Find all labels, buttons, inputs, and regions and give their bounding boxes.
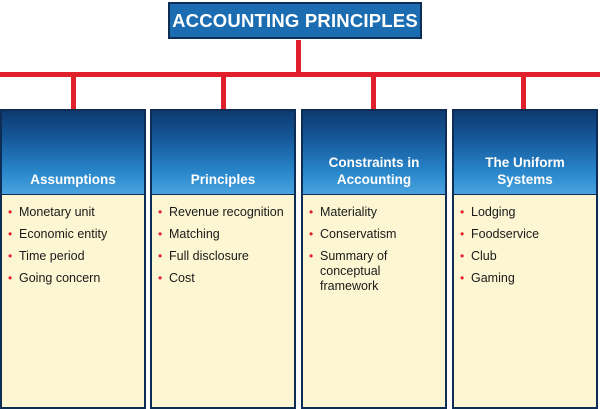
list-item: • Time period xyxy=(8,249,140,264)
list-item: • Revenue recognition xyxy=(158,205,290,220)
category-box-constraints: Constraints in Accounting • Materiality •… xyxy=(301,109,447,409)
list-item-label: Going concern xyxy=(19,271,101,285)
list-item: • Foodservice xyxy=(460,227,592,242)
category-item-list: • Materiality • Conservatism • Summary of c… xyxy=(303,195,445,294)
list-item-label: Revenue recognition xyxy=(169,205,284,219)
connector-drop-uniform-systems xyxy=(521,72,526,110)
list-item: • Economic entity xyxy=(8,227,140,242)
bullet-icon: • xyxy=(460,271,465,285)
category-item-list: • Revenue recognition • Matching • Full dis… xyxy=(152,195,294,286)
category-heading: Principles xyxy=(190,172,256,187)
list-item: • Materiality xyxy=(309,205,441,220)
list-item-label: Matching xyxy=(169,227,220,241)
list-item: • Summary of conceptual framework xyxy=(309,249,441,294)
category-box-principles: Principles • Revenue recognition • Matchin… xyxy=(150,109,296,409)
horizontal-connector-bar xyxy=(0,72,600,77)
list-item-label: Foodservice xyxy=(471,227,540,241)
list-item: • Matching xyxy=(158,227,290,242)
category-header: Constraints in Accounting xyxy=(303,111,445,195)
bullet-icon: • xyxy=(460,205,465,219)
bullet-icon: • xyxy=(309,249,314,263)
category-item-list: • Lodging • Foodservice • Club • Gaming xyxy=(454,195,596,286)
list-item: • Going concern xyxy=(8,271,140,286)
list-item: • Club xyxy=(460,249,592,264)
bullet-icon: • xyxy=(309,205,314,219)
list-item: • Conservatism xyxy=(309,227,441,242)
list-item: • Lodging xyxy=(460,205,592,220)
diagram-title: ACCOUNTING PRINCIPLES xyxy=(172,9,418,31)
bullet-icon: • xyxy=(8,205,13,219)
category-box-uniform-systems: The Uniform Systems • Lodging • Foodservic… xyxy=(452,109,598,409)
list-item-label: Club xyxy=(471,249,497,263)
category-header: Principles xyxy=(152,111,294,195)
list-item: • Gaming xyxy=(460,271,592,286)
bullet-icon: • xyxy=(158,205,163,219)
bullet-icon: • xyxy=(8,227,13,241)
title-connector-stem xyxy=(296,40,301,74)
list-item-label: Gaming xyxy=(471,271,515,285)
list-item: • Full disclosure xyxy=(158,249,290,264)
list-item-label: Lodging xyxy=(471,205,516,219)
bullet-icon: • xyxy=(158,249,163,263)
connector-drop-principles xyxy=(221,72,226,110)
list-item-label: Economic entity xyxy=(19,227,108,241)
category-heading: The Uniform Systems xyxy=(485,155,565,187)
category-heading: Constraints in Accounting xyxy=(328,155,420,187)
list-item: • Monetary unit xyxy=(8,205,140,220)
connector-drop-assumptions xyxy=(71,72,76,110)
category-heading: Assumptions xyxy=(30,172,116,187)
bullet-icon: • xyxy=(309,227,314,241)
bullet-icon: • xyxy=(460,227,465,241)
bullet-icon: • xyxy=(8,249,13,263)
list-item-label: Cost xyxy=(169,271,195,285)
category-box-assumptions: Assumptions • Monetary unit • Economic ent… xyxy=(0,109,146,409)
list-item: • Cost xyxy=(158,271,290,286)
list-item-label: Materiality xyxy=(320,205,377,219)
diagram-title-box: ACCOUNTING PRINCIPLES xyxy=(168,2,422,39)
list-item-label: Time period xyxy=(19,249,85,263)
list-item-label: Conservatism xyxy=(320,227,397,241)
list-item-label: Full disclosure xyxy=(169,249,249,263)
category-header: The Uniform Systems xyxy=(454,111,596,195)
bullet-icon: • xyxy=(460,249,465,263)
category-item-list: • Monetary unit • Economic entity • Time pe… xyxy=(2,195,144,286)
bullet-icon: • xyxy=(158,271,163,285)
bullet-icon: • xyxy=(8,271,13,285)
category-header: Assumptions xyxy=(2,111,144,195)
list-item-label: Monetary unit xyxy=(19,205,95,219)
list-item-label: Summary of conceptual framework xyxy=(320,249,388,293)
bullet-icon: • xyxy=(158,227,163,241)
connector-drop-constraints xyxy=(371,72,376,110)
